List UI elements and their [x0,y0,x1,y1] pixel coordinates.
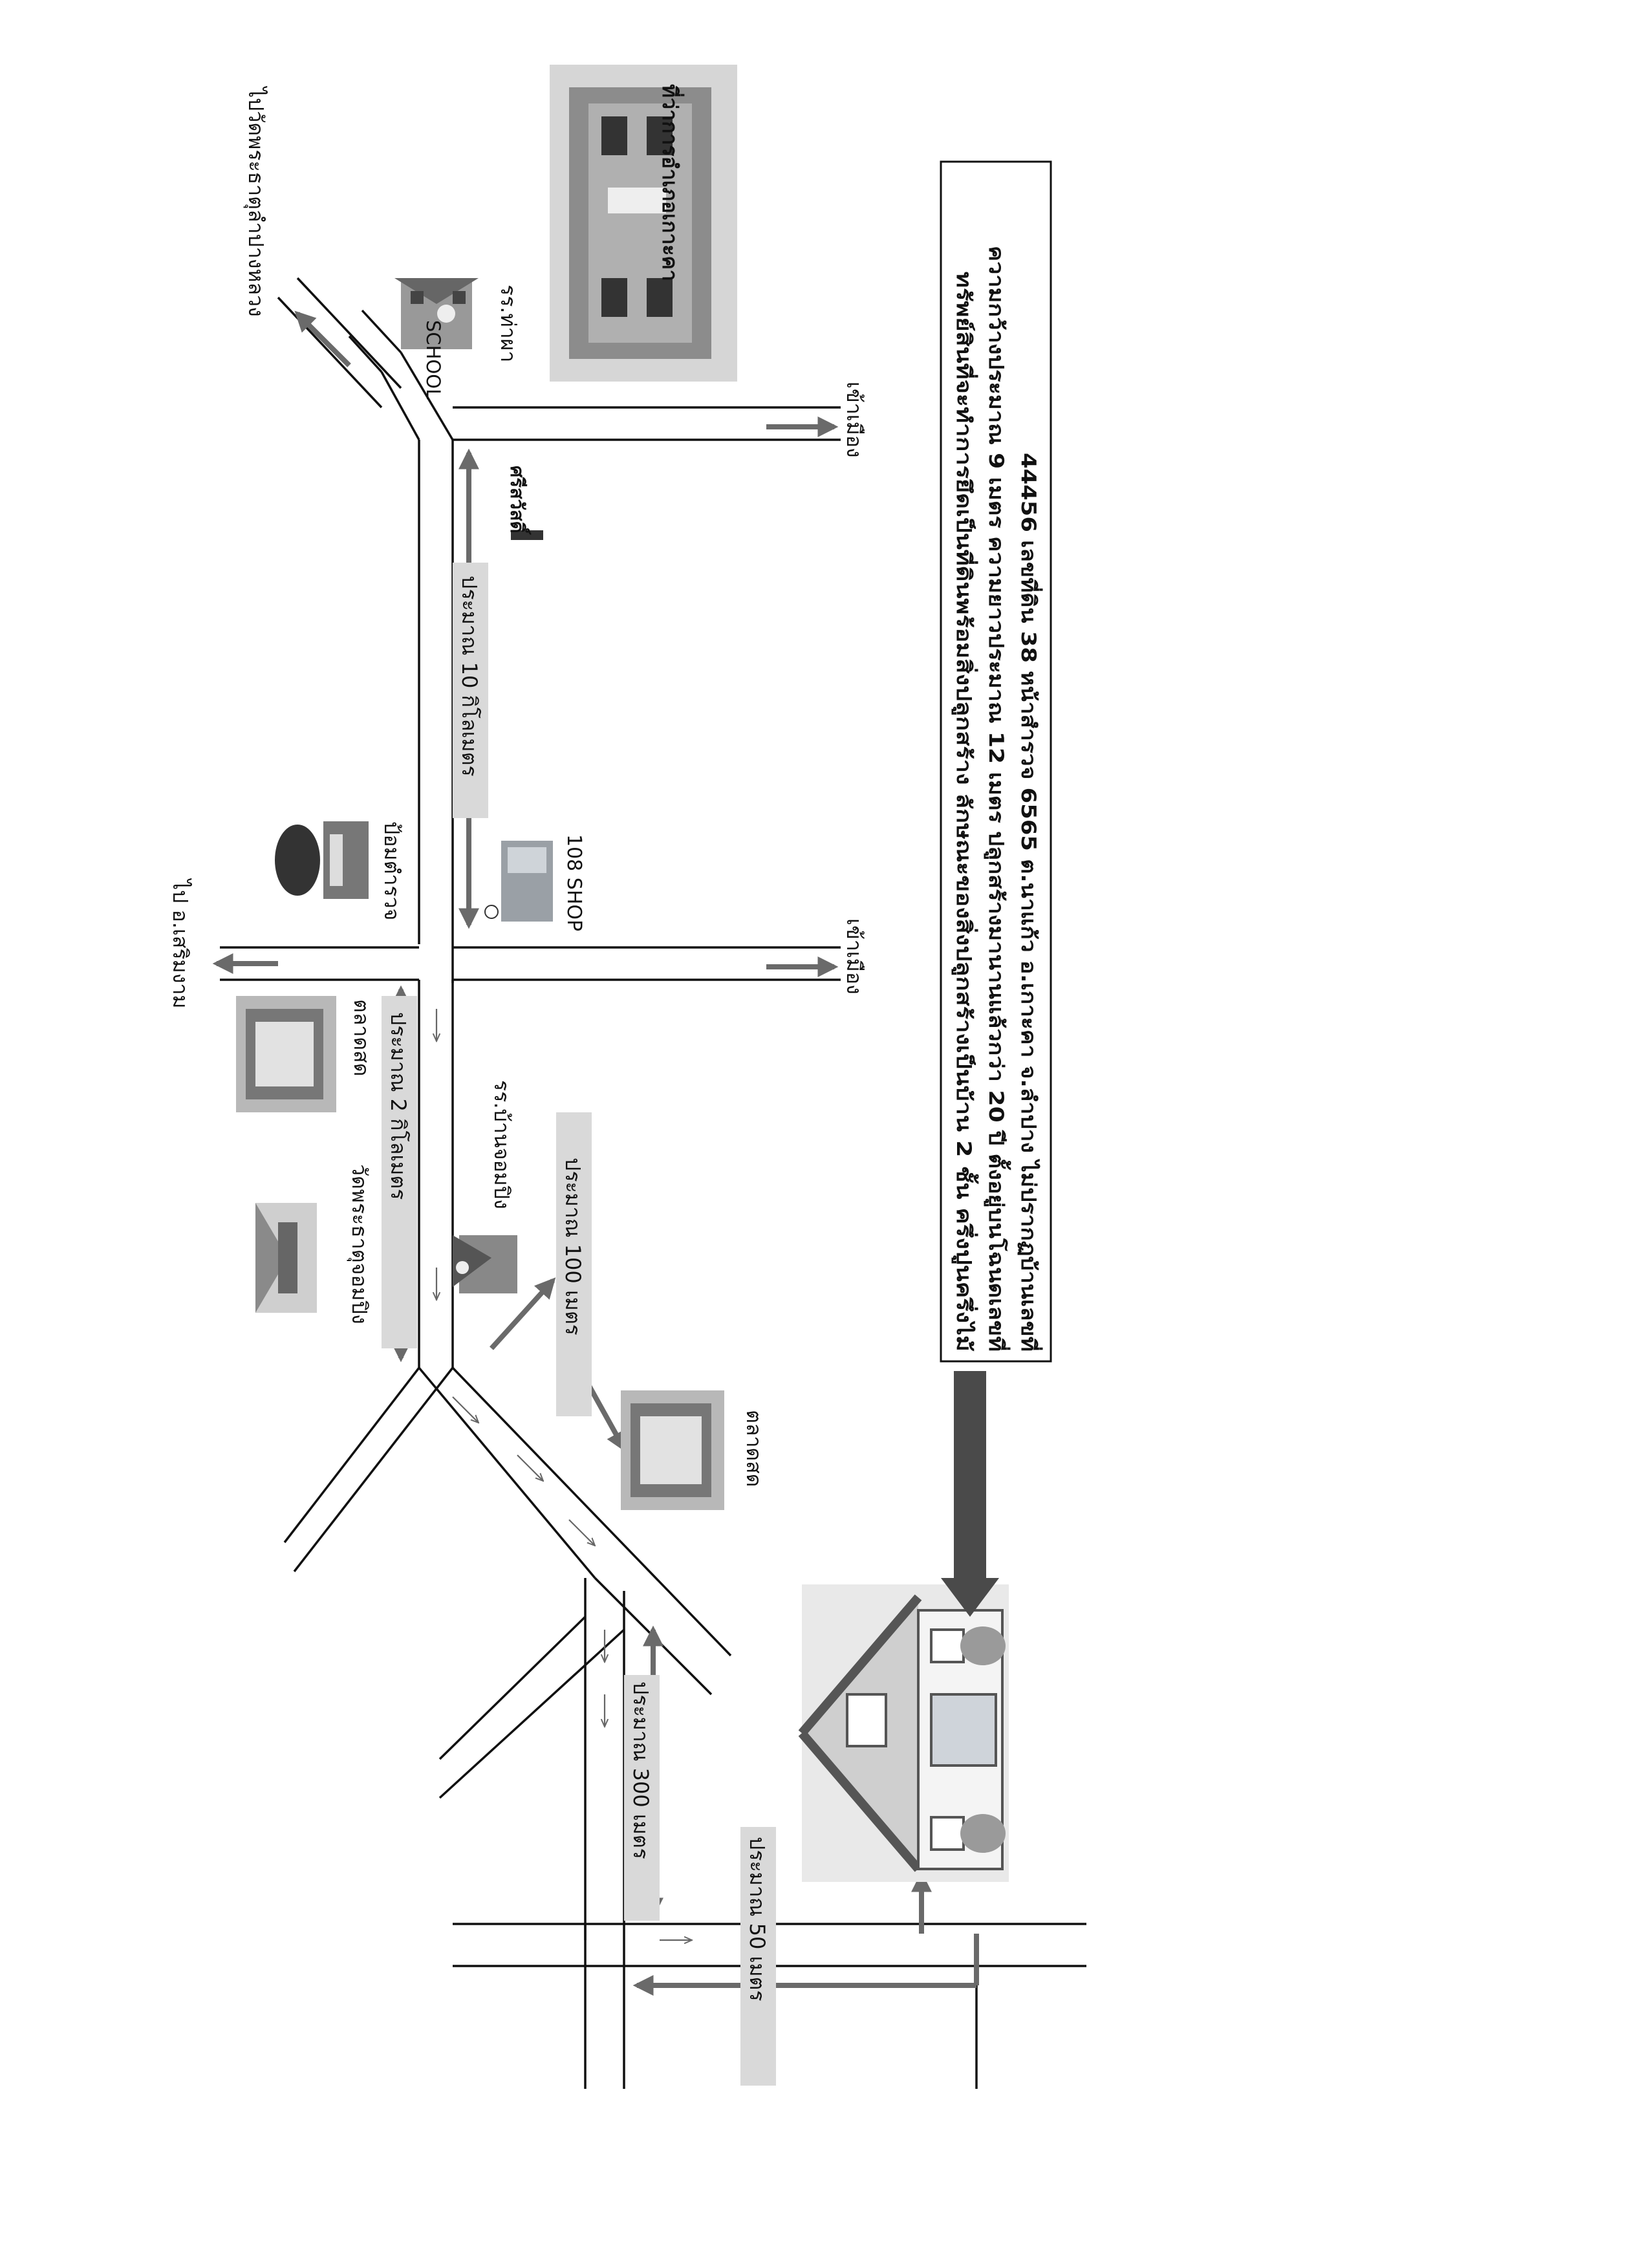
property-note-box: ทรัพย์สินที่จะทำการยึดเป็นที่ดินพร้อมสิ่… [940,160,1052,1363]
label-dist-2km: ประมาณ 2 กิโลเมตร [386,1012,411,1200]
label-to-wat: ไปวัดพระธาตุลำปางหลวง [243,85,268,317]
pointer-arrow [941,1371,999,1617]
label-market-2: ตลาดสด [742,1410,766,1487]
sriswat-text: ศรีสวัสดิ์ [506,466,532,535]
label-dist-100m: ประมาณ 100 เมตร [561,1158,585,1335]
sriswat-logo: ศรีสวัสดิ์ [506,466,543,540]
label-dist-10km: ประมาณ 10 กิโลเมตร [457,576,482,777]
thin-direction-arrows [436,1009,692,1940]
label-to-soem-ngam: ไป อ.เสริมงาม [168,878,193,1008]
school-thapha-icon: SCHOOL [394,278,479,399]
label-backgrounds [382,563,776,2086]
label-dist-50m: ประมาณ 50 เมตร [745,1837,770,2002]
label-school-chom-ping: รร.บ้านจอมปิง [490,1080,514,1209]
property-note-line1: ทรัพย์สินที่จะทำการยึดเป็นที่ดินพร้อมสิ่… [951,272,979,1352]
label-district-office: ที่ว่าการอำเภอเกาะคา [658,84,685,281]
property-note-line3: 44456 เลขที่ดิน 38 หน้าสำรวจ 6565 ต.นาแก… [1017,453,1043,1352]
label-dist-300m: ประมาณ 300 เมตร [629,1681,653,1859]
police-box-icon [275,821,369,899]
label-market-1: ตลาดสด [349,999,374,1076]
target-house-icon [798,1584,1009,1882]
school-chom-ping-icon [453,1235,517,1293]
property-note-line2: ความกว้างประมาณ 9 เมตร ความยาวประมาณ 12 … [984,246,1011,1352]
label-school-thapha: รร.ท่าผา [496,285,521,362]
label-wat-chom-ping: วัดพระธาตุจอมปิง [347,1164,372,1324]
label-to-city-mid: เข้าเมือง [842,918,867,995]
market-2-icon [621,1390,724,1510]
wat-chom-ping-icon [255,1203,317,1313]
label-shop-108: 108 SHOP [563,834,585,931]
label-police-box: ป้อมตำรวจ [380,821,404,920]
market-1-icon [236,996,336,1112]
label-to-city-top: เข้าเมือง [842,382,867,458]
school-sign-thapha: SCHOOL [422,320,444,399]
shop-108-icon [484,841,553,922]
district-office-image [550,65,737,382]
